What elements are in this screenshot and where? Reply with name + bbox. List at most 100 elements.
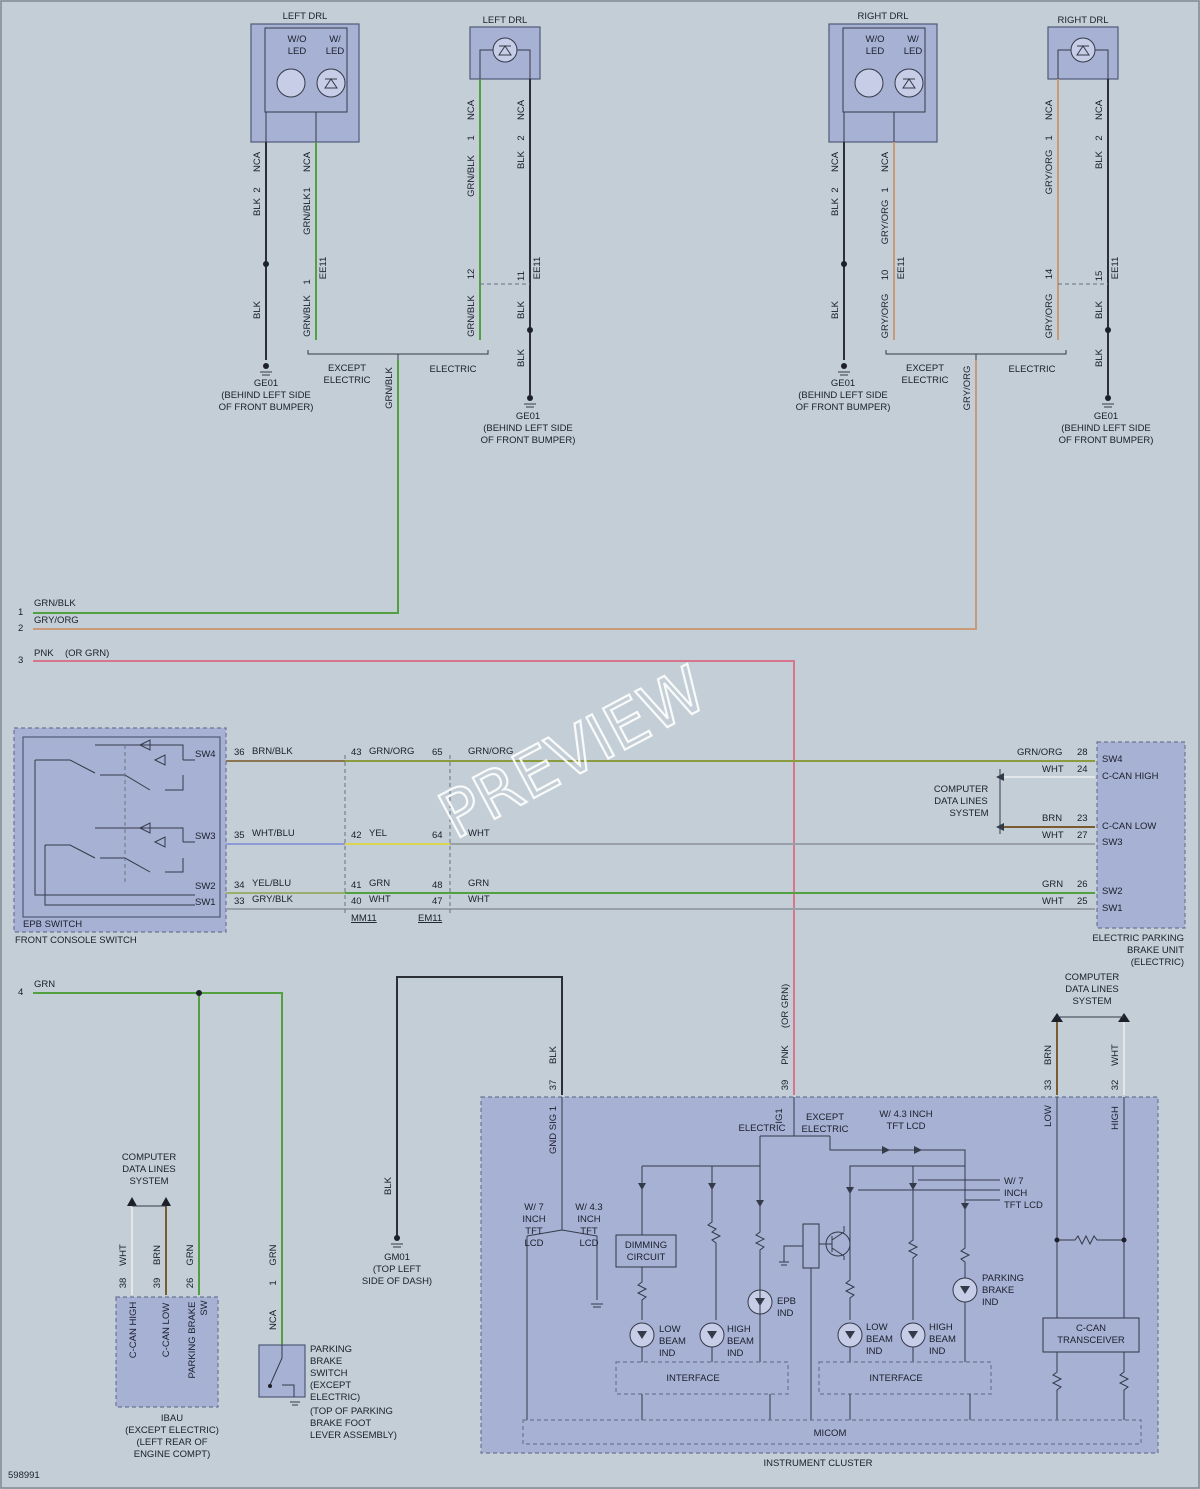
bulb-icon (854, 68, 884, 98)
right-drl-2-title: RIGHT DRL (1057, 15, 1108, 26)
unit-caption: ELECTRIC PARKING (1092, 933, 1184, 944)
pin-label: 1 (302, 279, 313, 284)
left-drl-2: LEFT DRL (469, 15, 541, 80)
pin-label: 1 (1044, 135, 1055, 140)
pin-name: SW4 (195, 749, 216, 760)
option-label: W/ 7 (1004, 1176, 1024, 1187)
ground-name: GE01 (1094, 411, 1118, 422)
pin-label: 43 (351, 747, 362, 758)
option-bracket-left (307, 350, 489, 360)
wire-label: GRY/ORG (1044, 150, 1055, 195)
option-bracket-right (885, 350, 1067, 360)
wire-label: PNK (34, 648, 54, 659)
conn-label: EE11 (1110, 257, 1121, 280)
indicator-label: HIGH (727, 1324, 751, 1335)
wire-label-alt: (OR GRN) (65, 648, 109, 659)
wire-label: PNK (780, 1045, 791, 1065)
wire-label: WHT/BLU (252, 828, 295, 839)
pin-name: C-CAN HIGH (128, 1302, 139, 1359)
ground-location: OF FRONT BUMPER) (1059, 435, 1154, 446)
pin-name: C-CAN LOW (161, 1303, 172, 1357)
high-beam-ind-right: HIGH BEAM IND (900, 1322, 956, 1357)
wire-label: BRN (152, 1245, 163, 1265)
w-led-label-2: LED (326, 46, 345, 57)
pin-label: 42 (351, 830, 362, 841)
option-label: LCD (524, 1238, 543, 1249)
option-label: TFT (525, 1226, 543, 1237)
ground-location: (BEHIND LEFT SIDE (221, 390, 311, 401)
cdls-label: SYSTEM (129, 1176, 168, 1187)
conn-label: NCA (466, 99, 477, 120)
wire-label: WHT (118, 1244, 129, 1266)
document-id: 598991 (8, 1470, 40, 1481)
pin-label: 25 (1077, 896, 1088, 907)
unit-caption: BRAKE UNIT (1127, 945, 1184, 956)
wire-label: WHT (1042, 830, 1064, 841)
ccan-transceiver-label: C-CAN (1076, 1323, 1106, 1334)
conn-label: EE11 (896, 257, 907, 280)
pin-name: C-CAN LOW (1102, 821, 1156, 832)
pin-label: 2 (830, 187, 841, 192)
right-drl-1-title: RIGHT DRL (857, 11, 908, 22)
line-number: 3 (18, 655, 23, 666)
wire-label: GRN (185, 1244, 196, 1265)
wire-label: BLK (516, 300, 527, 319)
micom-label: MICOM (814, 1428, 847, 1439)
pin-label: 14 (1044, 269, 1055, 280)
cdls-label: COMPUTER (934, 784, 989, 795)
pin-label: 64 (432, 830, 443, 841)
electric-parking-brake-unit (1096, 741, 1186, 929)
ground-ge01-right-2: GE01 (BEHIND LEFT SIDE OF FRONT BUMPER) (1059, 395, 1154, 446)
ccan-transceiver-box (1042, 1317, 1140, 1353)
indicator-label: EPB (777, 1296, 796, 1307)
wire-label: WHT (1042, 764, 1064, 775)
wire-label: GRY/BLK (252, 894, 294, 905)
cdls-label: SYSTEM (1072, 996, 1111, 1007)
relay-block (802, 1223, 820, 1269)
pin-label: 40 (351, 896, 362, 907)
pin-label: 33 (1043, 1080, 1054, 1091)
ground-location: SIDE OF DASH) (362, 1276, 432, 1287)
pin-label: 39 (152, 1278, 163, 1289)
option-label: W/ 4.3 (575, 1202, 602, 1213)
conn-label: EE11 (318, 257, 329, 280)
pin-name: SW3 (1102, 837, 1123, 848)
option-label: INCH (1004, 1188, 1027, 1199)
pin-label: 15 (1094, 271, 1105, 282)
ground-location: (BEHIND LEFT SIDE (798, 390, 888, 401)
pin-label: 38 (118, 1278, 129, 1289)
pb-switch-caption: ELECTRIC) (310, 1392, 360, 1403)
pin-name: SW2 (195, 881, 216, 892)
cdls-label: COMPUTER (122, 1152, 177, 1163)
wire-label: GRN (1042, 879, 1063, 890)
wire-label: GRN/ORG (1017, 747, 1062, 758)
led-icon (316, 68, 346, 98)
interface-label: INTERFACE (869, 1373, 922, 1384)
wire-label: BLK (830, 197, 841, 216)
conn-label: NCA (302, 151, 313, 172)
lcd-option-split (526, 1097, 598, 1420)
indicator-label: IND (929, 1346, 946, 1357)
wire-label: YEL/BLU (252, 878, 291, 889)
pb-switch-caption: SWITCH (310, 1368, 348, 1379)
pb-switch-caption: (TOP OF PARKING (310, 1406, 393, 1417)
ground-location: (BEHIND LEFT SIDE (1061, 423, 1151, 434)
pb-switch-caption: (EXCEPT (310, 1380, 351, 1391)
ground-name: GM01 (384, 1252, 410, 1263)
wire-label: BRN (1042, 813, 1062, 824)
conn-label: EE11 (532, 257, 543, 280)
pin-label: 47 (432, 896, 443, 907)
indicator-label: LOW (659, 1324, 681, 1335)
option-label: INCH (577, 1214, 600, 1225)
wire-label: WHT (468, 894, 490, 905)
pin-label: 48 (432, 880, 443, 891)
wire-label: GRN/BLK (384, 366, 395, 408)
option-label: W/ 4.3 INCH (879, 1109, 932, 1120)
wire-label: GRN (369, 878, 390, 889)
indicator-label: LOW (866, 1322, 888, 1333)
cdls-label: DATA LINES (934, 796, 988, 807)
pin-label: 39 (780, 1080, 791, 1091)
option-label: ELECTRIC (802, 1124, 849, 1135)
wire-label: GRY/ORG (34, 615, 79, 626)
